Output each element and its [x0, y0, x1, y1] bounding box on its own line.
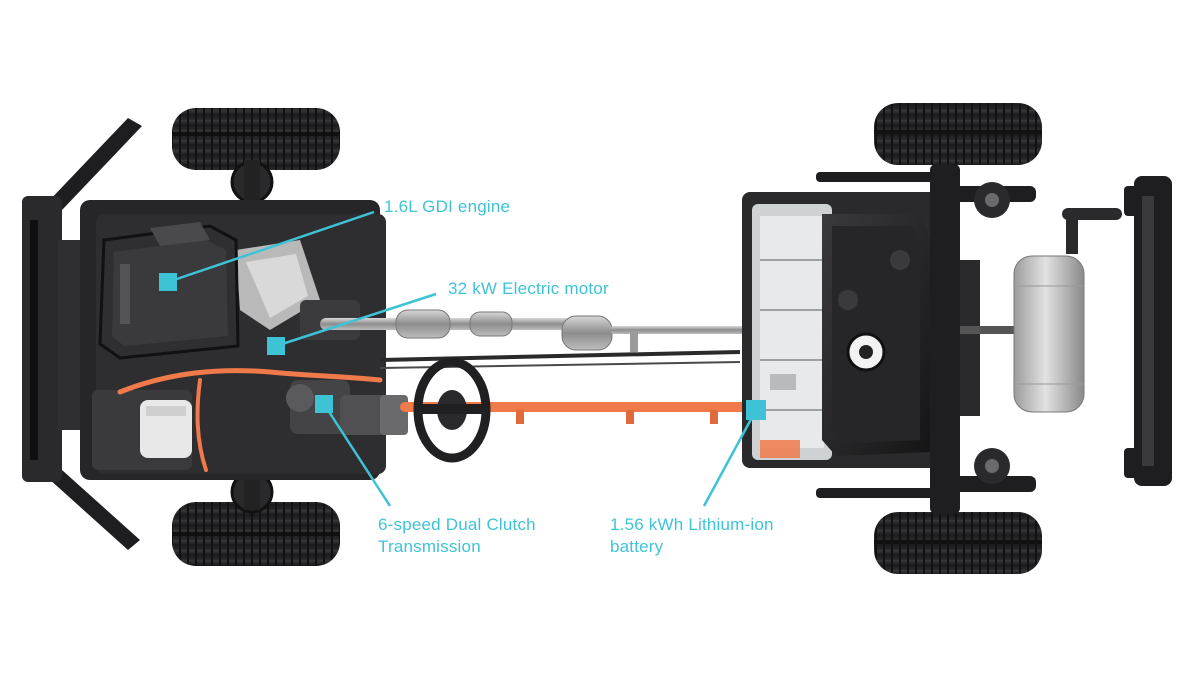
- hv-cable-loop: [195, 378, 208, 472]
- battery-callout: 1.56 kWh Lithium-ion battery: [610, 514, 774, 558]
- steering-wheel-icon: [413, 357, 491, 463]
- exhaust-system: [320, 309, 760, 352]
- battery-leader-line: [702, 409, 758, 507]
- engine-callout: 1.6L GDI engine: [384, 196, 510, 218]
- engine-hybrid-icon: [98, 222, 240, 360]
- fuel-tank-icon: [822, 214, 930, 456]
- motor-leader-line: [275, 292, 437, 348]
- battery-marker: [746, 400, 766, 420]
- rear-suspension: [816, 164, 1036, 514]
- rear-right-tire: [874, 512, 1042, 574]
- battery-callout-line2: battery: [610, 537, 664, 556]
- motor-marker: [267, 337, 285, 355]
- rear-bumper: [1124, 176, 1172, 486]
- callout-leaders: [159, 210, 766, 507]
- battery-callout-line1: 1.56 kWh Lithium-ion: [610, 515, 774, 534]
- transmission-marker: [315, 395, 333, 413]
- muffler-icon: [1013, 208, 1122, 413]
- rear-left-tire: [874, 103, 1042, 165]
- transmission-leader-line: [322, 403, 392, 507]
- engine-marker: [159, 273, 177, 291]
- motor-callout: 32 kW Electric motor: [448, 278, 609, 300]
- front-bumper: [22, 118, 142, 550]
- engine-callout-label: 1.6L GDI engine: [384, 197, 511, 216]
- front-right-tire: [172, 502, 340, 566]
- transmission-callout-line1: 6-speed Dual Clutch: [378, 515, 536, 534]
- transmission-callout-line2: Transmission: [378, 537, 481, 556]
- front-left-tire: [172, 108, 340, 170]
- engine-leader-line: [167, 210, 375, 284]
- motor-callout-label: 32 kW Electric motor: [448, 279, 609, 298]
- transmission-callout: 6-speed Dual Clutch Transmission: [378, 514, 536, 558]
- fuel-line: [379, 350, 741, 362]
- hv-cable-front: [117, 368, 383, 395]
